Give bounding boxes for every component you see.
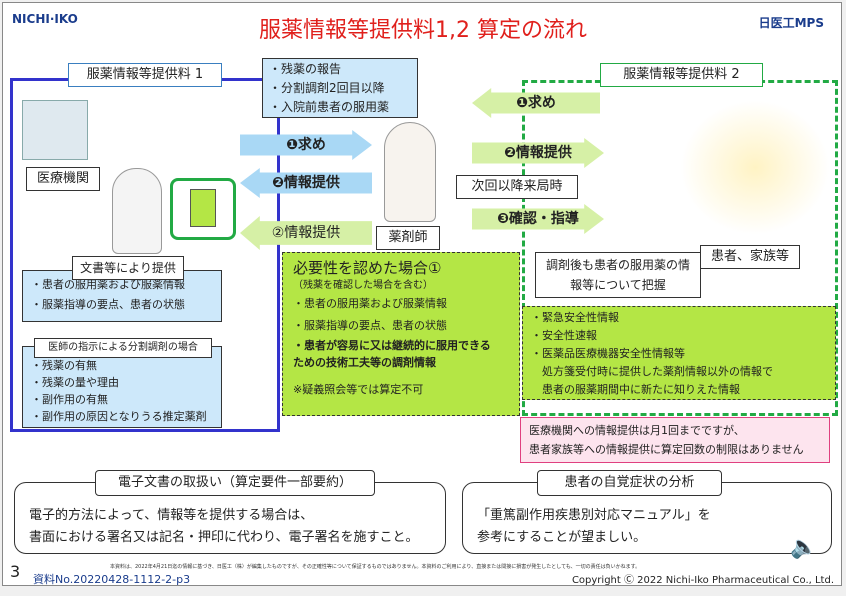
list-item: ・分割調剤2回目以降 xyxy=(269,81,385,95)
disclaimer: 本資料は、2022年4月21日迄の情報に基づき、日医工（株）が編集したものですが… xyxy=(110,564,641,570)
list-item: ・残薬の有無 xyxy=(31,359,97,372)
r-request-arrow: ❶求め xyxy=(472,88,600,118)
symptom-title: 患者の自覚症状の分析 xyxy=(537,470,722,496)
symptom-box: 「重篤副作用疾患別対応マニュアル」を 参考にすることが望ましい。 xyxy=(462,482,832,554)
list-item: ・副作用の原因となりうる推定薬剤 xyxy=(31,410,207,423)
pink-line: 医療機関への情報提供は月1回までですが、 xyxy=(529,424,745,437)
need-box: 必要性を認めた場合① （残薬を確認した場合を含む） ・患者の服用薬および服薬情報… xyxy=(282,252,520,416)
list-item: ・副作用の有無 xyxy=(31,393,108,406)
list-item: ・服薬指導の要点、患者の状態 xyxy=(31,298,185,311)
pharmacist-label: 薬剤師 xyxy=(376,226,440,250)
need-note: ※疑義照会等では算定不可 xyxy=(293,383,424,396)
list-item-bold: ・患者が容易に又は継続的に服用できる ための技術工夫等の調剤情報 xyxy=(293,339,502,369)
list-item: 患者の服薬期間中に新たに知りえた情報 xyxy=(531,383,740,396)
need-sub: （残薬を確認した場合を含む） xyxy=(293,280,433,291)
list-item: 処方箋受付時に提供した薬剤情報以外の情報で xyxy=(531,365,773,378)
copyright: Copyright Ⓒ 2022 Nichi-Iko Pharmaceutica… xyxy=(571,575,834,586)
text-line: 電子的方法によって、情報等を提供する場合は、 xyxy=(29,508,314,523)
split-items-box: ・残薬の有無 ・残薬の量や理由 ・副作用の有無 ・副作用の原因となりうる推定薬剤 xyxy=(22,346,222,428)
r-provide-arrow: ❷情報提供 xyxy=(472,138,604,168)
speaker-icon[interactable]: 🔈 xyxy=(790,535,818,560)
page-title: 服薬情報等提供料1,2 算定の流れ xyxy=(259,18,587,43)
pharmacist-icon xyxy=(384,122,436,222)
text-line: 参考にすることが望ましい。 xyxy=(477,530,647,545)
provide-arrow: ❷情報提供 xyxy=(240,168,372,198)
grasp-box: 調剤後も患者の服用薬の情報等について把握 xyxy=(535,252,701,298)
pink-line: 患者家族等への情報提供に算定回数の制限はありません xyxy=(529,443,804,456)
page-number: 3 xyxy=(10,562,21,581)
list-item: ・残薬の量や理由 xyxy=(31,376,119,389)
hospital-label: 医療機関 xyxy=(26,167,100,191)
text-line: 「重篤副作用疾患別対応マニュアル」を xyxy=(477,508,711,523)
provide2-arrow: ②情報提供 xyxy=(240,216,372,250)
list-item: ・残薬の報告 xyxy=(269,62,342,76)
provide-label: 文書等により提供 xyxy=(72,256,184,280)
next-visit-label: 次回以降来局時 xyxy=(456,175,578,199)
nichiiko-logo: NICHI·IKO xyxy=(12,12,78,26)
brand-logo: 日医工MPS xyxy=(758,16,824,30)
split-label: 医師の指示による分割調剤の場合 xyxy=(34,338,212,358)
list-item: ・患者の服用薬および服薬情報 xyxy=(293,297,447,310)
need-title: 必要性を認めた場合① xyxy=(293,259,442,277)
pink-note: 医療機関への情報提供は月1回までですが、 患者家族等への情報提供に算定回数の制限… xyxy=(520,417,830,463)
list-item: ・安全性速報 xyxy=(531,329,597,342)
clipboard-icon xyxy=(170,178,236,240)
list-item: ・入院前患者の服用薬 xyxy=(269,100,390,114)
patient-label: 患者、家族等 xyxy=(700,245,800,269)
hospital-icon xyxy=(22,100,88,160)
confirm-arrow: ❸確認・指導 xyxy=(472,204,604,234)
e-doc-title: 電子文書の取扱い（算定要件一部要約） xyxy=(95,470,375,496)
request-arrow: ❶求め xyxy=(240,130,372,160)
list-item: ・緊急安全性情報 xyxy=(531,311,619,324)
safety-info-box: ・緊急安全性情報 ・安全性速報 ・医薬品医療機器安全性情報等 処方箋受付時に提供… xyxy=(522,306,836,400)
list-item: ・医薬品医療機器安全性情報等 xyxy=(531,347,685,360)
list-item: ・服薬指導の要点、患者の状態 xyxy=(293,319,447,332)
callout-box: ・残薬の報告 ・分割調剤2回目以降 ・入院前患者の服用薬 xyxy=(262,58,418,118)
list-item: ・患者の服用薬および服薬情報 xyxy=(31,278,185,291)
fee1-label: 服薬情報等提供料 1 xyxy=(68,63,222,87)
doc-number: 資料No.20220428-1112-2-p3 xyxy=(33,573,191,586)
doctor-icon xyxy=(112,168,162,254)
fee2-label: 服薬情報等提供料 2 xyxy=(600,63,763,87)
family-illustration xyxy=(680,100,830,235)
text-line: 書面における署名又は記名・押印に代わり、電子署名を施すこと。 xyxy=(29,530,419,545)
